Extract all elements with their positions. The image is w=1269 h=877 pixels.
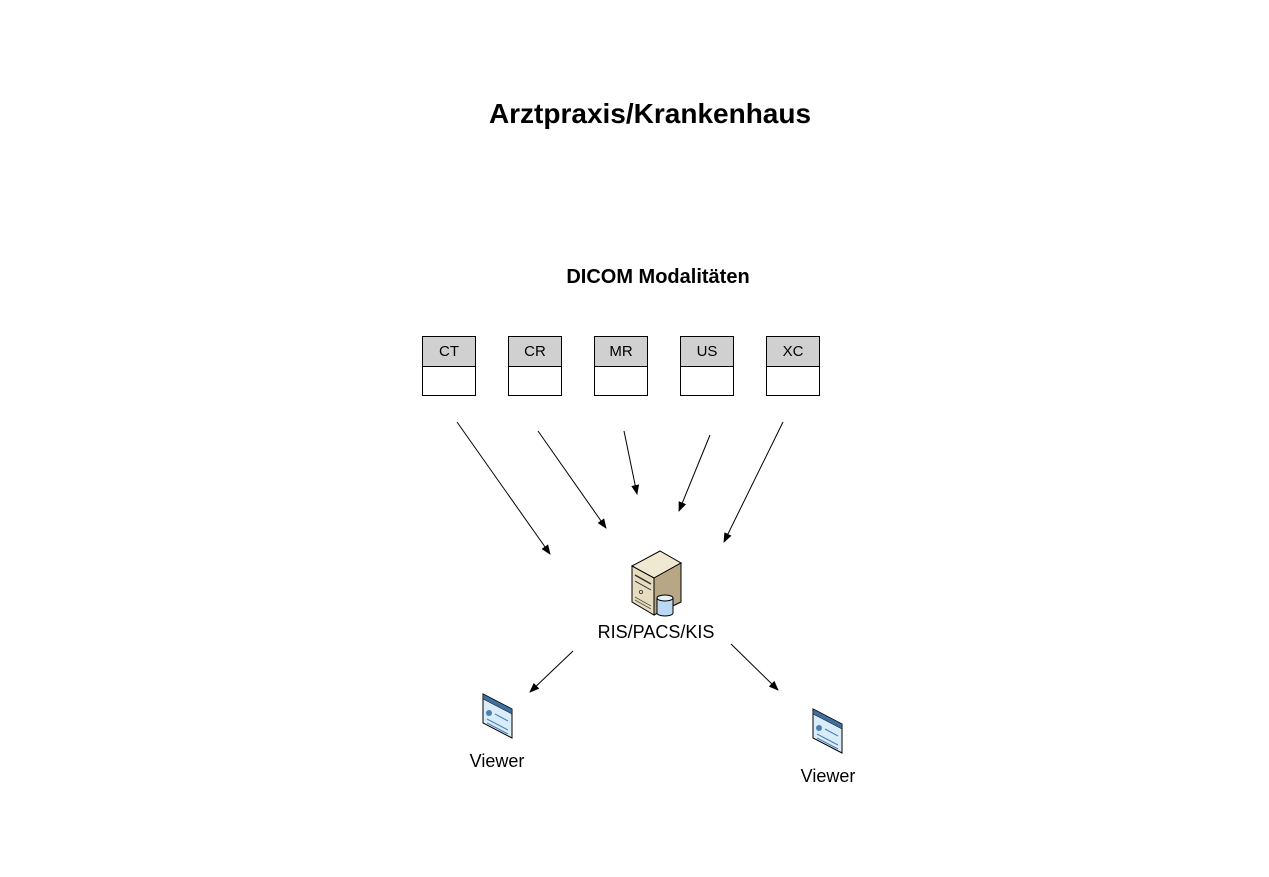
modality-cr-box: CR: [508, 336, 562, 396]
arrow-mr-to-server: [623, 430, 640, 495]
arrow-cr-to-server: [537, 430, 607, 529]
modalities-heading: DICOM Modalitäten: [566, 266, 750, 288]
modality-label: MR: [595, 337, 647, 367]
viewer-label-right: Viewer: [800, 766, 856, 786]
viewer-label-left: Viewer: [469, 751, 525, 771]
server-label: RIS/PACS/KIS: [597, 622, 715, 642]
modality-ct-box: CT: [422, 336, 476, 396]
viewer-window-icon: [812, 708, 843, 754]
modality-label: CR: [509, 337, 561, 367]
arrow-us-to-server: [678, 434, 711, 512]
modality-label: US: [681, 337, 733, 367]
modality-label: XC: [767, 337, 819, 367]
viewer-window-icon: [482, 693, 513, 739]
diagram-title: Arztpraxis/Krankenhaus: [488, 98, 812, 129]
arrow-server-to-viewer-right: [730, 643, 779, 691]
modality-xc-box: XC: [766, 336, 820, 396]
modality-mr-box: MR: [594, 336, 648, 396]
arrow-server-to-viewer-left: [529, 650, 574, 693]
arrow-ct-to-server: [456, 421, 551, 555]
arrow-xc-to-server: [723, 421, 784, 543]
modality-label: CT: [423, 337, 475, 367]
modality-us-box: US: [680, 336, 734, 396]
server-database-icon: [630, 550, 683, 617]
